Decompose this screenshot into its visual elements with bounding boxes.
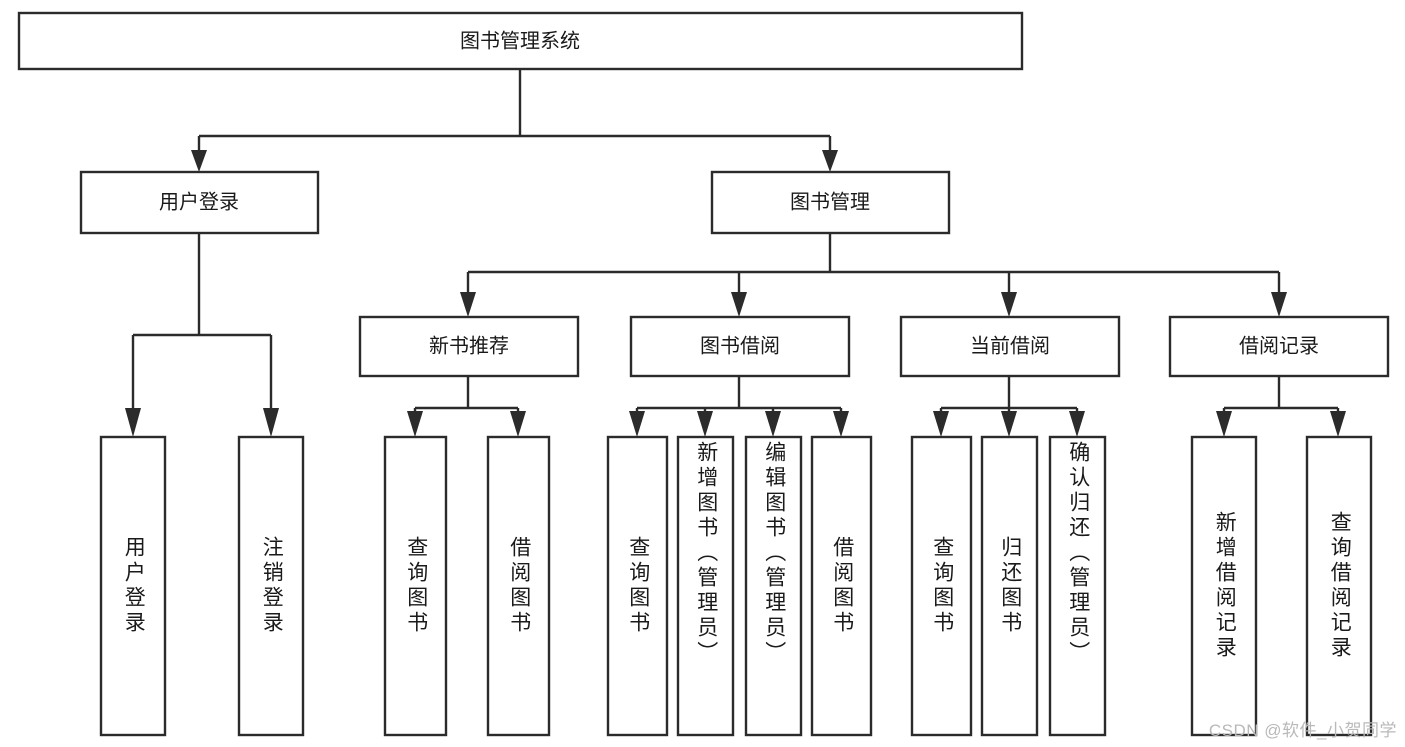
node-user-login-label: 用户登录 xyxy=(159,190,239,213)
node-leaf-borrow-book-1-box[interactable] xyxy=(486,435,551,737)
node-user-login-box[interactable] xyxy=(79,170,320,235)
node-leaf-edit-book-box[interactable] xyxy=(744,435,803,737)
arrow-head-borrow-record xyxy=(1271,292,1287,317)
node-leaf-query-book-2[interactable] xyxy=(606,435,669,737)
node-leaf-query-book-1-box[interactable] xyxy=(383,435,448,737)
node-leaf-query-record-box[interactable] xyxy=(1305,435,1373,737)
node-borrow-record-label: 借阅记录 xyxy=(1239,334,1319,357)
node-leaf-query-book-2-box[interactable] xyxy=(606,435,669,737)
node-root-label: 图书管理系统 xyxy=(460,29,580,52)
node-leaf-return-book-box[interactable] xyxy=(980,435,1039,737)
arrow-head-leaf-borrow-book-2 xyxy=(833,411,849,437)
node-leaf-add-book-box[interactable] xyxy=(676,435,735,737)
node-new-book-recommend-box[interactable] xyxy=(358,315,580,378)
node-current-borrow[interactable]: 当前借阅 xyxy=(899,315,1121,378)
node-borrow-record-box[interactable] xyxy=(1168,315,1390,378)
node-leaf-query-book-1[interactable] xyxy=(383,435,448,737)
arrow-head-leaf-add-record xyxy=(1216,411,1232,437)
arrow-head-leaf-query-record xyxy=(1330,411,1346,437)
node-root-box[interactable] xyxy=(17,11,1024,71)
node-leaf-borrow-book-2[interactable] xyxy=(810,435,873,737)
node-book-manage[interactable]: 图书管理 xyxy=(710,170,951,235)
node-leaf-add-record[interactable] xyxy=(1190,435,1258,737)
node-leaf-query-book-3-box[interactable] xyxy=(910,435,973,737)
node-leaf-borrow-book-2-box[interactable] xyxy=(810,435,873,737)
node-user-login[interactable]: 用户登录 xyxy=(79,170,320,235)
node-leaf-logout-login-box[interactable] xyxy=(237,435,305,737)
node-book-borrow-box[interactable] xyxy=(629,315,851,378)
arrow-head-leaf-edit-book xyxy=(765,411,781,437)
arrow-head-current-borrow xyxy=(1001,292,1017,317)
node-root[interactable]: 图书管理系统 xyxy=(17,11,1024,71)
connector-layer xyxy=(125,69,1346,437)
node-current-borrow-box[interactable] xyxy=(899,315,1121,378)
arrow-head-new-book-recommend xyxy=(460,292,476,317)
node-new-book-recommend[interactable]: 新书推荐 xyxy=(358,315,580,378)
node-leaf-query-record[interactable] xyxy=(1305,435,1373,737)
node-book-manage-label: 图书管理 xyxy=(790,190,870,213)
arrow-head-book-borrow xyxy=(731,292,747,317)
node-book-borrow-label: 图书借阅 xyxy=(700,334,780,357)
node-leaf-return-book[interactable] xyxy=(980,435,1039,737)
arrow-head-leaf-add-book xyxy=(697,411,713,437)
node-leaf-query-book-3[interactable] xyxy=(910,435,973,737)
node-current-borrow-label: 当前借阅 xyxy=(970,334,1050,357)
node-leaf-user-login[interactable] xyxy=(99,435,167,737)
arrow-head-leaf-logout-login xyxy=(263,408,279,437)
node-leaf-confirm-return[interactable] xyxy=(1048,435,1107,737)
node-leaf-logout-login[interactable] xyxy=(237,435,305,737)
node-leaf-user-login-box[interactable] xyxy=(99,435,167,737)
arrow-head-leaf-user-login xyxy=(125,408,141,437)
node-leaf-borrow-book-1[interactable] xyxy=(486,435,551,737)
arrow-head-leaf-query-book-1 xyxy=(407,411,423,437)
node-leaf-confirm-return-box[interactable] xyxy=(1048,435,1107,737)
arrow-head-leaf-borrow-book-1 xyxy=(510,411,526,437)
arrow-head-book-manage xyxy=(822,150,838,172)
node-book-manage-box[interactable] xyxy=(710,170,951,235)
node-leaf-edit-book[interactable] xyxy=(744,435,803,737)
node-new-book-recommend-label: 新书推荐 xyxy=(429,334,509,357)
arrow-head-user-login xyxy=(191,150,207,172)
arrow-head-leaf-query-book-3 xyxy=(933,411,949,437)
arrow-head-leaf-return-book xyxy=(1001,411,1017,437)
node-leaf-add-record-box[interactable] xyxy=(1190,435,1258,737)
arrow-head-leaf-confirm-return xyxy=(1069,411,1085,437)
arrow-head-leaf-query-book-2 xyxy=(629,411,645,437)
node-leaf-add-book[interactable] xyxy=(676,435,735,737)
node-borrow-record[interactable]: 借阅记录 xyxy=(1168,315,1390,378)
node-book-borrow[interactable]: 图书借阅 xyxy=(629,315,851,378)
